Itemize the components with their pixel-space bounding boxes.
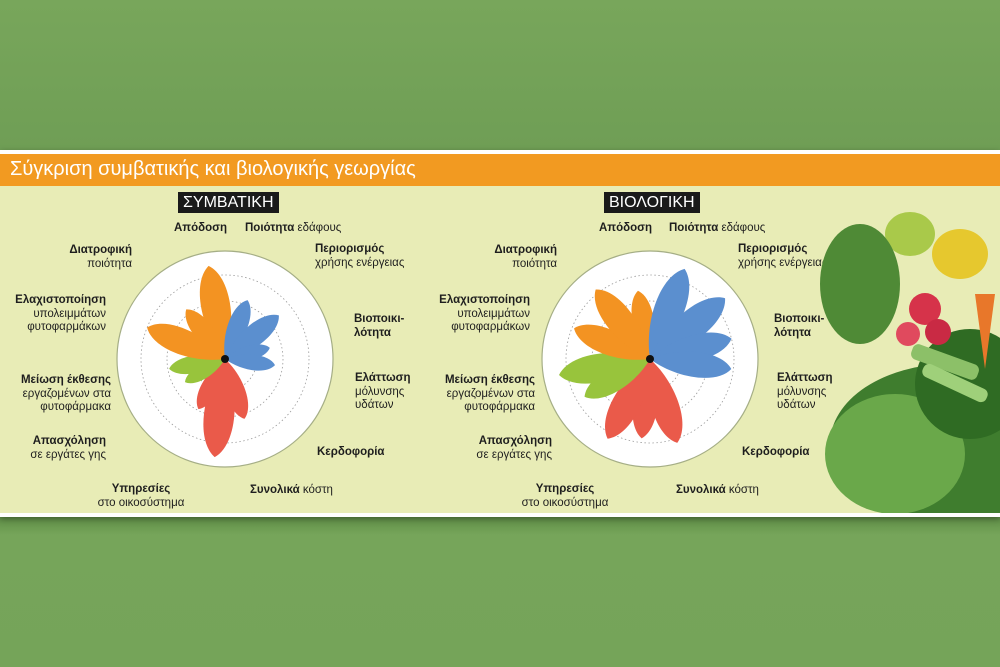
petal-2 <box>648 268 690 359</box>
leafy-greens <box>820 224 900 344</box>
petal-10 <box>169 355 225 375</box>
radish <box>896 322 920 346</box>
petal-8 <box>605 359 651 439</box>
petal-11 <box>574 324 650 360</box>
petal-3 <box>650 297 726 359</box>
petal-1 <box>199 265 232 359</box>
petal-7 <box>632 359 658 439</box>
center-dot <box>221 355 229 363</box>
petal-2 <box>224 300 251 359</box>
axis-label-total-cost: Συνολικά κόστη <box>676 484 759 496</box>
page-title: Σύγκριση συμβατικής και βιολογικής γεωργ… <box>10 158 416 180</box>
axis-label-yield: Απόδοση <box>598 222 652 234</box>
center-dot <box>646 355 654 363</box>
leek <box>911 344 979 380</box>
header-bar: Σύγκριση συμβατικής και βιολογικής γεωργ… <box>0 154 1000 186</box>
vegetables-image <box>820 212 1000 513</box>
leek <box>922 363 988 403</box>
petal-12 <box>594 289 650 359</box>
background-top <box>0 0 1000 150</box>
petal-10 <box>559 352 650 384</box>
lettuce-leaf-light <box>825 394 965 513</box>
axis-label-soil-quality: Ποιότητα εδάφους <box>245 222 342 234</box>
axis-label-yield: Απόδοση <box>173 222 227 234</box>
radish <box>925 319 951 345</box>
carrot <box>975 294 995 369</box>
petal-6 <box>647 359 683 443</box>
infographic: Σύγκριση συμβατικής και βιολογικής γεωργ… <box>0 154 1000 513</box>
petal-12 <box>185 309 225 359</box>
yellow-pepper <box>932 229 988 279</box>
axis-label-soil-quality: Ποιότητα εδάφους <box>669 222 766 234</box>
background-bottom <box>0 517 1000 667</box>
rose-chart-organic <box>541 250 759 468</box>
petal-7 <box>203 359 235 458</box>
axis-label-total-cost: Συνολικά κόστη <box>250 484 333 496</box>
lime <box>885 212 935 256</box>
radish <box>909 293 941 325</box>
petal-5 <box>225 354 276 371</box>
axis-label-biodiversity: Βιοποικι-λότητα <box>774 313 825 339</box>
petal-8 <box>196 359 226 410</box>
axis-label-biodiversity: Βιοποικι-λότητα <box>354 313 405 339</box>
petal-5 <box>650 351 732 378</box>
axis-label-profit: Κερδοφορία <box>317 446 385 458</box>
chart-label-conventional: ΣΥΜΒΑΤΙΚΗ <box>178 192 279 213</box>
chart-label-organic: ΒΙΟΛΟΓΙΚΗ <box>604 192 700 213</box>
grid-ring <box>140 274 310 444</box>
rose-chart-conventional <box>116 250 334 468</box>
grid-ring <box>565 274 735 444</box>
axis-label-profit: Κερδοφορία <box>742 446 810 458</box>
petal-3 <box>225 314 279 359</box>
petal-11 <box>147 323 225 360</box>
